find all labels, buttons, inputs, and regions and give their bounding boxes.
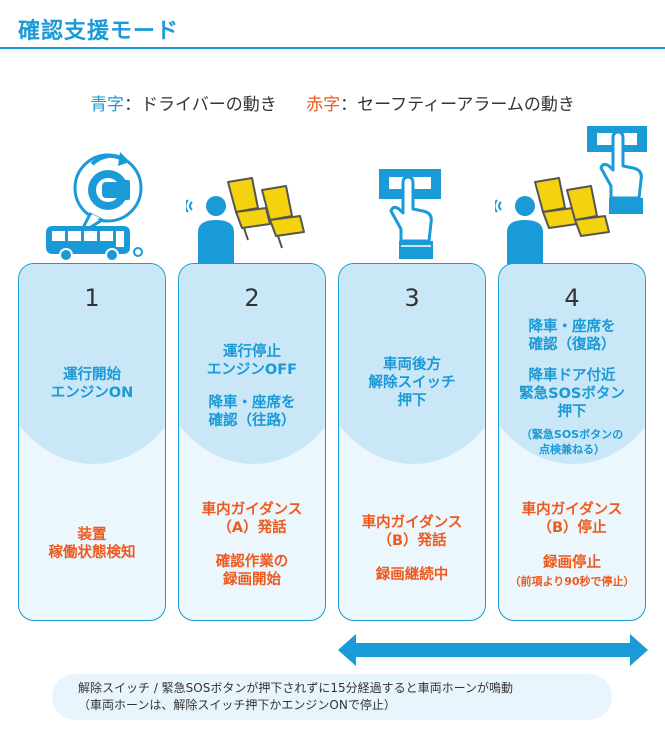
legend-red-text: ：セーフティーアラームの動き xyxy=(340,95,575,115)
driver-action-line: 運行開始 xyxy=(63,367,121,383)
step-card-4: 4 降車・座席を 確認（復路） 降車ドア付近 緊急SOSボタン 押下 （緊急SO… xyxy=(498,263,646,621)
step-number: 1 xyxy=(84,284,100,312)
alarm-action: 車内ガイダンス （B）発話 xyxy=(339,514,485,550)
driver-action-line: 解除スイッチ xyxy=(368,375,456,391)
driver-action-line: 緊急SOSボタン xyxy=(519,386,625,402)
card-cap xyxy=(19,264,165,464)
driver-action-line: 降車・座席を xyxy=(208,395,296,411)
step-card-2: 2 運行停止 エンジンOFF 降車・座席を 確認（往路） 車内ガイダンス （A）… xyxy=(178,263,326,621)
driver-action-line: 確認（復路） xyxy=(528,337,616,353)
driver-action: 降車・座席を 確認（復路） xyxy=(499,318,645,354)
alarm-action-line: 録画継続中 xyxy=(375,567,449,583)
driver-action-line: 運行停止 xyxy=(223,344,281,360)
driver-note-line: 点検兼ねる） xyxy=(539,443,605,456)
alarm-action-line: 装置 xyxy=(77,527,107,543)
alarm-action: 録画停止 xyxy=(499,554,645,572)
step-number: 4 xyxy=(564,284,580,312)
driver-action-note: （緊急SOSボタンの 点検兼ねる） xyxy=(499,427,645,457)
alarm-action-line: （B）停止 xyxy=(537,520,607,536)
bus-engine-icon xyxy=(46,152,143,262)
alarm-action-line: 稼働状態検知 xyxy=(48,545,136,561)
driver-action-line: エンジンON xyxy=(50,385,134,401)
alarm-action-line: （A）発話 xyxy=(217,520,287,536)
footer-note: 解除スイッチ / 緊急SOSボタンが押下されずに15分経過すると車両ホーンが鳴動… xyxy=(52,674,612,720)
driver-action-line: 押下 xyxy=(397,393,427,409)
card-cap xyxy=(339,264,485,464)
title-underline xyxy=(0,47,665,49)
legend-blue-label: 青字 xyxy=(90,95,125,115)
alarm-action-line: 確認作業の xyxy=(215,554,289,570)
alarm-action: 車内ガイダンス （B）停止 xyxy=(499,501,645,537)
driver-action-line: 確認（往路） xyxy=(208,413,296,429)
driver-action: 降車ドア付近 緊急SOSボタン 押下 xyxy=(499,367,645,421)
alarm-action: 録画継続中 xyxy=(339,566,485,584)
alarm-action-note: （前項より90秒で停止） xyxy=(499,574,645,589)
card-cap xyxy=(499,264,645,464)
driver-action: 車両後方 解除スイッチ 押下 xyxy=(339,356,485,410)
alarm-action-line: 車内ガイダンス xyxy=(521,502,623,518)
alarm-action-line: 車内ガイダンス xyxy=(201,502,303,518)
footer-note-line1: 解除スイッチ / 緊急SOSボタンが押下されずに15分経過すると車両ホーンが鳴動 xyxy=(78,681,514,695)
step-number: 2 xyxy=(244,284,260,312)
step-card-1: 1 運行開始 エンジンON 装置 稼働状態検知 xyxy=(18,263,166,621)
driver-action: 運行開始 エンジンON xyxy=(19,366,165,402)
alarm-action-line: 録画開始 xyxy=(223,572,281,588)
color-legend: 青字：ドライバーの動き 赤字：セーフティーアラームの動き xyxy=(0,90,665,115)
step-number: 3 xyxy=(404,284,420,312)
alarm-action: 車内ガイダンス （A）発話 xyxy=(179,501,325,537)
switch-press-icon xyxy=(379,169,441,259)
driver-action: 降車・座席を 確認（往路） xyxy=(179,394,325,430)
legend-blue-text: ：ドライバーの動き xyxy=(124,95,277,115)
driver-note-line: （緊急SOSボタンの xyxy=(520,428,624,441)
legend-red-label: 赤字 xyxy=(306,95,341,115)
driver-action: 運行停止 エンジンOFF xyxy=(179,343,325,379)
alarm-action-line: （B）発話 xyxy=(377,533,447,549)
alarm-action-line: 録画停止 xyxy=(543,555,601,571)
driver-action-line: 降車ドア付近 xyxy=(528,368,616,384)
driver-action-line: 押下 xyxy=(557,404,587,420)
driver-action-line: エンジンOFF xyxy=(206,362,298,378)
footer-note-line2: （車両ホーンは、解除スイッチ押下かエンジンONで停止） xyxy=(78,698,396,712)
step-card-3: 3 車両後方 解除スイッチ 押下 車内ガイダンス （B）発話 録画継続中 xyxy=(338,263,486,621)
sos-button-icon xyxy=(495,126,647,264)
alarm-note-line: （前項より90秒で停止） xyxy=(509,575,635,588)
page-title: 確認支援モード xyxy=(18,19,180,44)
alarm-action: 装置 稼働状態検知 xyxy=(19,526,165,562)
alarm-action: 確認作業の 録画開始 xyxy=(179,553,325,589)
driver-action-line: 車両後方 xyxy=(383,357,441,373)
driver-action-line: 降車・座席を xyxy=(528,319,616,335)
card-cap xyxy=(179,264,325,464)
double-arrow-icon xyxy=(338,634,648,666)
driver-seat-icon xyxy=(186,177,305,263)
alarm-action-line: 車内ガイダンス xyxy=(361,515,463,531)
